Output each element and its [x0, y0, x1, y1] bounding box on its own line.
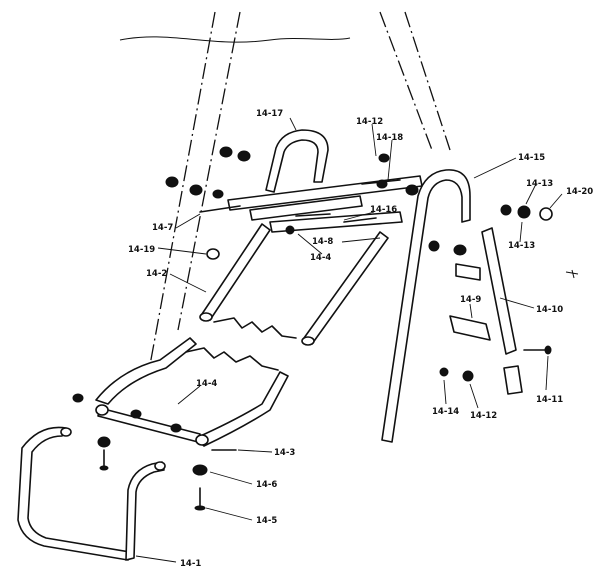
part-label-14-11: 14-11 — [536, 395, 563, 405]
part-label-14-12-upper: 14-13 — [526, 179, 553, 189]
part-label-14-6: 14-6 — [256, 480, 277, 490]
leader-lines — [135, 117, 563, 563]
part-label-14-7: 14-8 — [312, 237, 333, 247]
nuts-and-washers — [72, 146, 553, 511]
slide-ramp-rails — [199, 223, 389, 346]
part-label-14-4-upper: 14-4 — [310, 253, 331, 263]
part-label-14-13-lower: 14-14 — [432, 407, 459, 417]
part-label-14-16: 14-16 — [370, 205, 397, 215]
top-handle-loop — [265, 129, 329, 193]
part-label-14-2: 14-2 — [146, 269, 167, 279]
lower-step-section — [95, 337, 289, 447]
part-label-14-20: 14-20 — [566, 187, 593, 197]
part-label-14-9: 14-9 — [460, 295, 481, 305]
side-bar-and-bracket — [449, 227, 523, 395]
part-label-14-15: 14-15 — [518, 153, 545, 163]
part-label-14-3: 14-3 — [274, 448, 295, 458]
part-label-14-12-lower: 14-12 — [470, 411, 497, 421]
stray-mark — [565, 269, 579, 279]
part-label-14-18: 14-18 — [376, 133, 403, 143]
ladder-frame-tube — [381, 169, 471, 443]
part-labels: 14-17 14-12 14-18 14-15 14-13 14-20 14-1… — [128, 109, 593, 569]
part-label-14-17: 14-17 — [256, 109, 283, 119]
part-label-14-19: 14-19 — [128, 245, 155, 255]
part-label-14-4-lower: 14-4 — [196, 379, 217, 389]
part-label-14-10: 14-10 — [536, 305, 563, 315]
part-label-14-1: 14-1 — [180, 559, 201, 569]
part-label-14-8: 14-7 — [152, 223, 173, 233]
frame-phantom-lines — [119, 11, 451, 366]
upper-cross-bars — [227, 175, 423, 233]
bolts — [103, 179, 547, 507]
part-label-14-14: 14-12 — [356, 117, 383, 127]
foot-loop-tube — [17, 426, 166, 561]
part-label-14-13-upper: 14-13 — [508, 241, 535, 251]
part-label-14-5: 14-5 — [256, 516, 277, 526]
